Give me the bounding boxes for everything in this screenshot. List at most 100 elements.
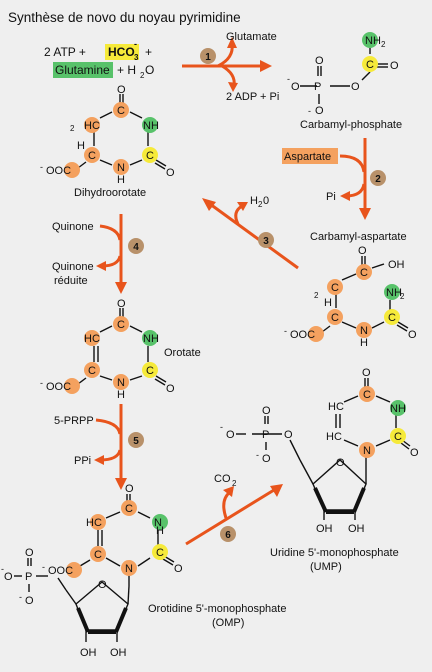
svg-text:-: - [308, 106, 311, 116]
svg-text:-: - [220, 422, 223, 432]
svg-text:O: O [284, 429, 293, 441]
arrowhead-water [237, 202, 248, 211]
svg-text:-: - [1, 564, 4, 574]
svg-text:-: - [42, 562, 45, 572]
arrowhead-adp [228, 82, 238, 92]
svg-text:O: O [98, 579, 107, 591]
arrowhead-pi [340, 191, 350, 201]
svg-text:C: C [331, 312, 339, 324]
arrow-branch-co2 [222, 490, 232, 519]
arrowhead-quinone-reduced [96, 261, 106, 271]
label-carbamyl-aspartate: Carbamyl-aspartate [310, 231, 407, 243]
svg-text:HC: HC [86, 517, 102, 529]
svg-text:OH: OH [110, 647, 127, 659]
carbon-atom-yellow [362, 56, 378, 72]
svg-text:2: 2 [381, 40, 386, 49]
step-4-output-line2: réduite [54, 275, 88, 287]
svg-text:OOC: OOC [48, 565, 73, 577]
svg-text:O: O [291, 81, 300, 93]
svg-text:HC: HC [328, 401, 344, 413]
step-number-1: 1 [205, 52, 211, 63]
dihydroorotate-structure: O C HC 2 NH C H C N H O OOC - [40, 84, 175, 186]
water-subscript: 2 [140, 71, 145, 80]
svg-text:OOC: OOC [46, 381, 71, 393]
svg-text:O: O [362, 367, 371, 379]
svg-text:O: O [226, 429, 235, 441]
svg-text:NH: NH [143, 120, 159, 132]
svg-text:O: O [166, 383, 175, 395]
svg-text:OOC: OOC [46, 165, 71, 177]
svg-text:O: O [262, 453, 271, 465]
svg-text:O: O [408, 329, 417, 341]
svg-text:OH: OH [80, 647, 97, 659]
svg-text:C: C [117, 319, 125, 331]
svg-text:O: O [315, 55, 324, 67]
svg-text:H: H [156, 525, 164, 537]
svg-text:OH: OH [316, 523, 333, 535]
svg-text:O: O [125, 483, 134, 495]
step-number-5: 5 [133, 436, 139, 447]
svg-text:N: N [117, 162, 125, 174]
reagent-water: + H [117, 63, 136, 77]
svg-text:O: O [351, 81, 360, 93]
step-3-output-o: 0 [263, 195, 269, 207]
step-4-output-line1: Quinone [52, 261, 94, 273]
svg-text:HC: HC [84, 120, 100, 132]
arrowhead-step-6 [270, 484, 283, 497]
svg-text:2: 2 [314, 291, 319, 300]
step-5-input-prpp: 5-PRPP [54, 415, 94, 427]
step-2-output-pi: Pi [326, 191, 336, 203]
reagent-hco3: HCO [108, 45, 135, 59]
svg-text:N: N [117, 377, 125, 389]
step-number-3: 3 [263, 236, 269, 247]
reagent-glutamine: Glutamine [55, 63, 110, 77]
step-badge-6 [220, 526, 236, 542]
svg-text:OH: OH [388, 259, 405, 271]
label-omp-line1: Orotidine 5'-monophosphate [148, 603, 286, 615]
svg-text:-: - [287, 74, 290, 84]
arrow-branch-prpp [95, 418, 122, 435]
orotate-structure: O C HC NH C C N H O OOC - [40, 298, 175, 401]
svg-text:N: N [154, 517, 162, 529]
step-number-6: 6 [225, 530, 231, 541]
product-glutamate: Glutamate [226, 31, 277, 43]
step-5-output-ppi: PPi [74, 455, 91, 467]
svg-text:C: C [88, 150, 96, 162]
svg-text:C: C [388, 312, 396, 324]
svg-text:O: O [315, 105, 324, 117]
svg-text:N: N [363, 445, 371, 457]
arrowhead-step-2 [359, 208, 371, 220]
svg-text:P: P [262, 429, 269, 441]
label-dihydroorotate: Dihydroorotate [74, 187, 146, 199]
glutamine-highlight [53, 62, 113, 78]
svg-text:O: O [117, 84, 126, 96]
svg-text:O: O [25, 595, 34, 607]
svg-text:C: C [363, 389, 371, 401]
step-badge-1 [200, 48, 216, 64]
aspartate-highlight [282, 148, 338, 164]
arrowhead-ppi [94, 455, 104, 465]
arrow-step-6 [185, 488, 275, 546]
svg-text:C: C [331, 282, 339, 294]
svg-text:C: C [360, 267, 368, 279]
svg-text:O: O [410, 447, 419, 459]
label-ump-line2: (UMP) [310, 561, 342, 573]
svg-text:O: O [390, 60, 399, 72]
svg-text:-: - [40, 162, 43, 172]
omp-structure: O C HC N H C C N O OOC - O OH OH P O O -… [1, 483, 183, 659]
svg-text:-: - [256, 450, 259, 460]
hco3-highlight [105, 44, 139, 60]
arrowhead-step-5 [115, 478, 127, 490]
svg-text:HC: HC [84, 333, 100, 345]
reaction-1-reagents: 2 ATP + HCO 3 - + Glutamine + H 2 O [44, 39, 154, 80]
step-number-2: 2 [375, 174, 381, 185]
step-badge-5 [128, 432, 144, 448]
arrow-step-3 [209, 202, 299, 270]
arrowhead-step-1 [260, 60, 272, 72]
arrowhead-step-4 [115, 282, 127, 294]
step-3-output-sub: 2 [258, 200, 263, 209]
label-omp-line2: (OMP) [212, 617, 244, 629]
label-orotate: Orotate [164, 347, 201, 359]
svg-text:C: C [94, 549, 102, 561]
svg-text:C: C [88, 365, 96, 377]
